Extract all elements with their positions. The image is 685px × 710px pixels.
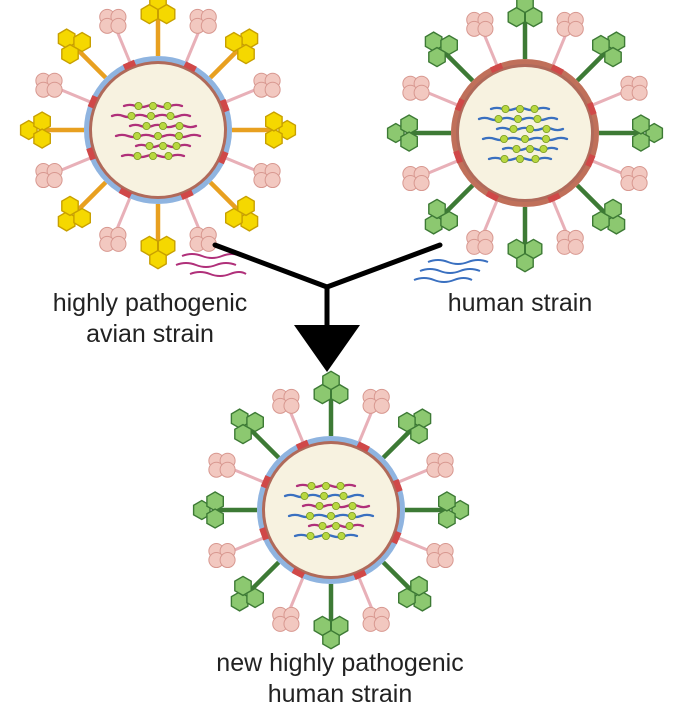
avian-strain-label: highly pathogenic avian strain	[20, 288, 280, 350]
new-strain-label: new highly pathogenic human strain	[150, 648, 530, 710]
arrowhead-icon	[294, 325, 360, 372]
avian-label-line2: avian strain	[86, 320, 214, 348]
human-strain-label: human strain	[420, 288, 620, 319]
avian-rna-segments-icon	[175, 253, 247, 277]
human-virus-icon	[386, 0, 664, 273]
reassortant-virus-icon	[192, 370, 470, 650]
avian-virus-icon	[19, 0, 297, 270]
new-label-line2: human strain	[267, 680, 413, 708]
avian-label-line1: highly pathogenic	[52, 289, 248, 317]
merge-arrow	[212, 242, 443, 372]
new-label-line1: new highly pathogenic	[216, 649, 464, 677]
human-rna-segments-icon	[413, 259, 489, 283]
human-label: human strain	[447, 289, 593, 317]
